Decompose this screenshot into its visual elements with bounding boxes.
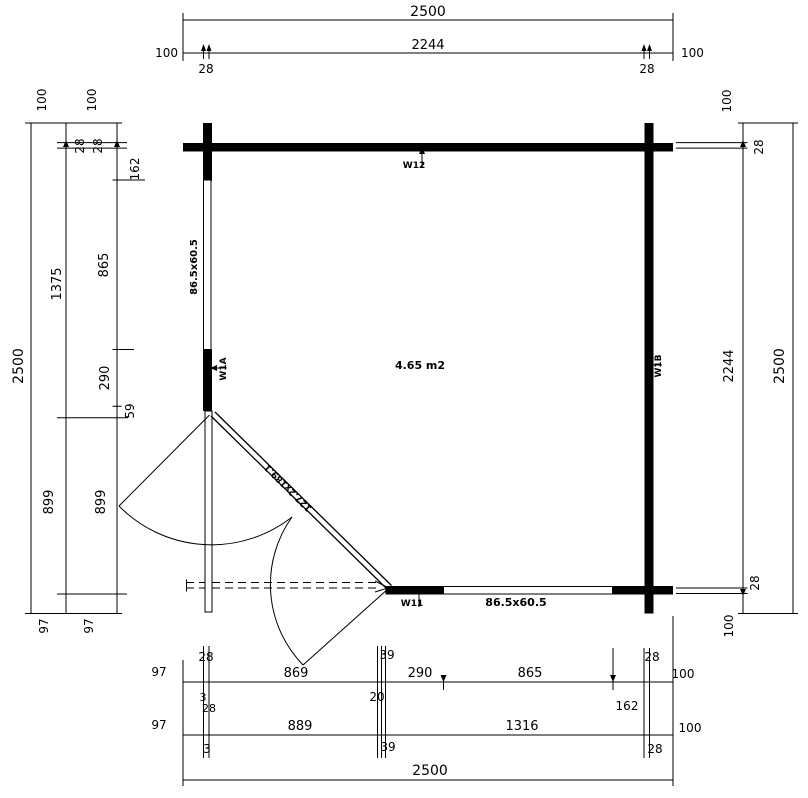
wall-bottom-left-seg [385, 586, 444, 595]
dim-lB-28: 28 [73, 138, 87, 153]
dim-lines-left [25, 122, 145, 614]
dim-lC-865: 865 [97, 253, 112, 278]
marker-top-arrowhead [419, 147, 425, 154]
door-dash-cap-arrow [186, 579, 389, 593]
dim-lB-97: 97 [37, 618, 51, 633]
walls-group [183, 123, 673, 614]
tick-arrow [440, 675, 447, 682]
marker-bottom-label: W11 [401, 599, 423, 609]
dim-r-28-top: 28 [752, 139, 766, 154]
dim-b2-889: 889 [288, 719, 313, 734]
dim-lB-1375: 1375 [50, 267, 65, 300]
door-leaf-open [210, 411, 392, 590]
dim-b1-869: 869 [284, 666, 309, 681]
marker-right-label: W1B [654, 354, 664, 377]
dim-lC-28: 28 [91, 138, 105, 153]
dim-b1-28r: 28 [644, 650, 659, 664]
dim-lines-top [182, 13, 674, 61]
window-left [203, 179, 212, 350]
dim-lC-162: 162 [128, 158, 142, 181]
door-group: 127.2x189.1 [118, 410, 392, 666]
dimension-labels: 2500 2244 100 28 28 100 2500 100 28 1375… [11, 4, 788, 779]
dim-b1-97: 97 [151, 665, 166, 679]
dimension-lines [25, 13, 798, 786]
wall-left-upper [203, 123, 212, 181]
door-closed-dashed-line [186, 582, 376, 589]
dim-r-100-bottom: 100 [722, 615, 736, 638]
window-left-size-label: 86.5x60.5 [189, 239, 200, 295]
marker-top-label: W12 [403, 161, 425, 171]
door-jamb-strip [204, 410, 213, 613]
interior-labels: 4.65 m2 W12 W11 W1A W1B 86.5x60.5 86.5x6… [189, 147, 664, 609]
area-label: 4.65 m2 [395, 359, 445, 372]
marker-bottom-arrowhead [416, 587, 422, 594]
wall-right [644, 123, 654, 614]
dim-r-28-bottom: 28 [748, 575, 762, 590]
marker-left: W1A [210, 357, 229, 381]
dim-b1-290: 290 [408, 666, 433, 681]
dim-top-left-100: 100 [155, 46, 178, 60]
wall-bottom-right-seg [612, 586, 673, 595]
door-size-label: 127.2x189.1 [263, 462, 314, 513]
dim-top-right-28: 28 [639, 62, 654, 76]
tick-arrow [201, 44, 206, 51]
tick-arrow [63, 140, 69, 147]
dim-lC-59: 59 [123, 403, 137, 418]
dim-right-total: 2500 [772, 348, 788, 384]
marker-right: W1B [645, 354, 664, 378]
dim-b2-28l: 28 [202, 702, 216, 715]
tick-arrow [740, 140, 746, 147]
dim-lines-right [676, 122, 798, 614]
dim-b1-100: 100 [672, 667, 695, 681]
window-bottom [443, 586, 613, 595]
dim-lC-899: 899 [94, 490, 109, 515]
dim-b1-162: 162 [616, 699, 639, 713]
dim-b2-100: 100 [679, 721, 702, 735]
dim-b1-39: 39 [379, 648, 394, 662]
tick-arrow [114, 140, 120, 147]
tick-arrow [610, 675, 616, 682]
marker-left-label: W1A [219, 357, 229, 380]
dim-top-total: 2500 [410, 4, 446, 20]
dim-left-total: 2500 [11, 348, 27, 384]
door-swing-arc-2 [269, 516, 304, 666]
marker-right-arrowhead [645, 362, 652, 368]
dim-b2-3b: 3 [203, 742, 211, 756]
dim-lC-97: 97 [82, 618, 96, 633]
tick-arrow [206, 44, 212, 51]
dim-lB-899: 899 [42, 490, 57, 515]
dim-lC-290: 290 [98, 366, 113, 391]
dim-lines-bottom [182, 616, 674, 786]
dim-b2-39: 39 [380, 740, 395, 754]
dim-r-2244: 2244 [722, 349, 737, 382]
window-bottom-size-label: 86.5x60.5 [485, 596, 546, 609]
tick-arrow [740, 589, 746, 596]
dim-top-left-28: 28 [198, 62, 213, 76]
wall-left-lower [203, 349, 212, 411]
dim-lB-100: 100 [35, 89, 49, 112]
tick-arrow [647, 44, 652, 51]
door-swing-arc-1 [118, 505, 293, 546]
dim-b2-97: 97 [151, 718, 166, 732]
dim-b1-28l: 28 [198, 650, 213, 664]
marker-left-arrowhead [210, 365, 217, 371]
dim-top-inner: 2244 [411, 38, 444, 53]
dim-b2-20: 20 [369, 690, 384, 704]
dim-top-right-100: 100 [681, 46, 704, 60]
dim-b2-28r: 28 [647, 742, 662, 756]
dim-b2-1316: 1316 [505, 719, 538, 734]
tick-arrow [641, 44, 647, 51]
dim-b1-865: 865 [518, 666, 543, 681]
dim-b2-3a: 3 [200, 691, 207, 704]
dim-r-100-top: 100 [720, 90, 734, 113]
wall-top [183, 143, 673, 152]
dim-bottom-total: 2500 [412, 763, 448, 779]
dim-lC-100: 100 [85, 89, 99, 112]
door-swing-chords [118, 414, 389, 666]
